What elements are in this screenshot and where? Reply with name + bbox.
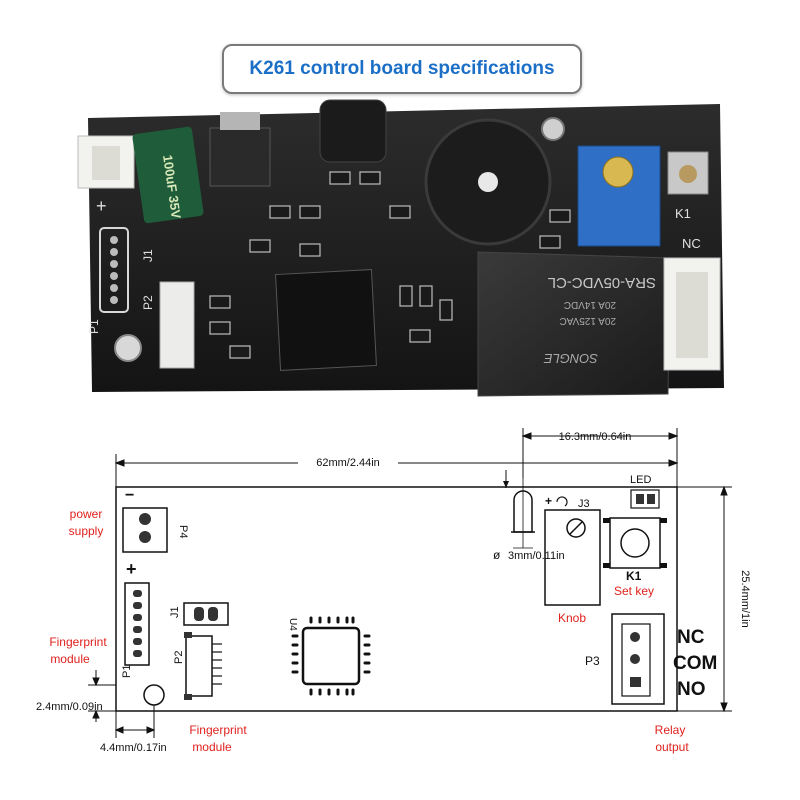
relay-model: SRA-05VDC-CL: [548, 274, 656, 291]
set-key: [603, 517, 667, 569]
p2-label: P2: [173, 651, 185, 664]
mcu-chip: [275, 269, 377, 371]
p1-pads: [99, 227, 129, 313]
p3-connector: [611, 613, 665, 705]
p4-connector: [122, 507, 168, 553]
hole-y-label: 2.4mm/0.09in: [36, 701, 103, 713]
inductor: [319, 99, 387, 163]
minus-symbol: −: [125, 487, 134, 504]
p2-silk: P2: [141, 295, 155, 310]
relay: [477, 251, 671, 397]
nc-label: NC: [677, 627, 705, 648]
p3-label: P3: [585, 654, 600, 668]
callout-power-1: power: [70, 507, 103, 521]
capacitor: [132, 126, 204, 224]
hole-x-dimension: [114, 705, 156, 738]
callout-power-2: supply: [69, 524, 104, 538]
hole-dia-label: 3mm/0.11in: [508, 550, 565, 562]
plus-symbol: +: [126, 559, 137, 579]
width-label: 62mm/2.44in: [316, 457, 380, 469]
com-label: COM: [673, 653, 717, 674]
no-label: NO: [677, 679, 706, 700]
j1-silk: J1: [141, 249, 155, 262]
j1-label: J1: [169, 606, 181, 618]
callout-relay-2: output: [655, 740, 689, 754]
title-box: K261 control board specifications: [222, 44, 582, 94]
led-offset-dimension: [521, 428, 679, 478]
led-pads: [630, 489, 660, 509]
led-offset-label: 16.3mm/0.64in: [559, 431, 632, 443]
p4-label: P4: [177, 525, 189, 538]
p1-label: P1: [121, 665, 133, 678]
nc-silk: NC: [682, 236, 701, 251]
plus-silk: +: [96, 196, 107, 216]
callout-fingerprint-bottom-2: module: [192, 740, 232, 754]
callout-fingerprint-left-1: Fingerprint: [49, 635, 107, 649]
smd-components: [209, 171, 571, 359]
k1-label: K1: [626, 569, 642, 583]
relay-brand: SONGLE: [543, 351, 598, 366]
regulator: [209, 127, 271, 187]
mounting-hole: [143, 684, 165, 706]
hole-x-label: 4.4mm/0.17in: [100, 742, 167, 754]
relay-rating-1: 20A 14VDC: [564, 299, 616, 310]
callout-set-key: Set key: [614, 584, 654, 598]
callout-fingerprint-left-2: module: [50, 652, 90, 666]
u4-chip: [291, 616, 371, 696]
u4-label: U4: [287, 618, 298, 631]
callout-fingerprint-bottom-1: Fingerprint: [189, 723, 247, 737]
page-title: K261 control board specifications: [249, 58, 555, 79]
hole-y-dimension: [88, 670, 116, 722]
svg-text:+: +: [545, 494, 552, 508]
j3-label: J3: [578, 498, 590, 510]
p2-connector: [185, 635, 213, 697]
p2-connector-photo: [159, 281, 195, 369]
height-label: 25.4mm/1in: [739, 570, 751, 627]
rotate-arrow-icon: [556, 496, 568, 507]
callout-knob: Knob: [558, 611, 586, 625]
k1-silk: K1: [675, 206, 691, 221]
mount-hole-2: [541, 117, 565, 141]
led-label: LED: [630, 474, 651, 486]
j1-jumper: [183, 602, 229, 626]
p1-silk: P1: [87, 319, 101, 334]
mount-hole-1: [114, 334, 142, 362]
relay-rating-2: 20A 125VAC: [559, 315, 616, 326]
diameter-symbol: ø: [493, 548, 501, 562]
p1-connector: [124, 582, 150, 666]
callout-relay-1: Relay: [655, 723, 686, 737]
led-diode: [511, 470, 535, 549]
height-dimension: [677, 485, 732, 713]
board-outline: [115, 486, 678, 712]
knob-outline: [544, 509, 601, 606]
